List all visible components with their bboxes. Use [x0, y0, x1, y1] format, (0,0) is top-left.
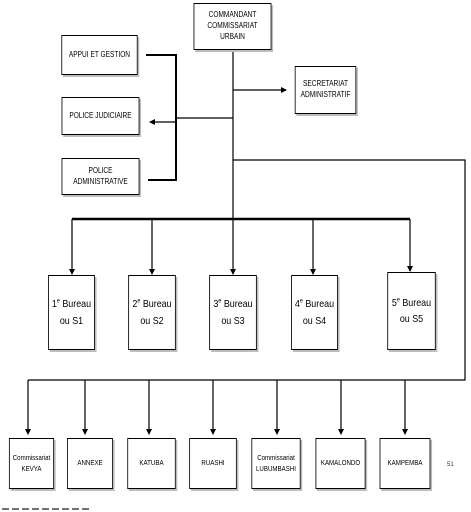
commissariat-label-1: Commissariat KEVYA — [12, 453, 51, 473]
appui-gestion-box: APPUI ET GESTION — [61, 35, 138, 75]
commissariat-box-3: KATUBA — [127, 438, 176, 489]
commissariat-box-7: KAMPEMBA — [379, 438, 431, 489]
commissariat-label-2: ANNEXE — [77, 458, 103, 468]
bureau-title-2: 2e Bureau — [132, 297, 172, 311]
bureau-box-5: 5e Bureau ou S5 — [387, 272, 436, 350]
bureau-box-3: 3e Bureau ou S3 — [209, 275, 257, 350]
commissariat-box-1: Commissariat KEVYA — [8, 438, 55, 489]
commissariat-label-6: KAMALONDO — [320, 458, 361, 468]
bureau-title-3: 3e Bureau — [213, 297, 253, 311]
police-judiciaire-label: POLICE JUDICIAIRE — [69, 110, 132, 120]
secretariat-line-1: SECRETARIAT — [303, 79, 348, 89]
commandant-box: COMMANDANT COMMISSARIAT URBAIN — [193, 3, 272, 50]
commissariat-loop — [28, 159, 466, 381]
commissariat-box-2: ANNEXE — [67, 438, 113, 489]
police-administrative-label: POLICE ADMINISTRATIVE — [73, 165, 128, 186]
secretariat-line-2: ADMINISTRATIF — [300, 90, 351, 99]
bureau-title-5: 5e Bureau — [391, 296, 432, 309]
commissariat-label-4: RUASHI — [201, 458, 225, 468]
commissariat-box-5: Commissariat LUBUMBASHI — [251, 438, 301, 489]
bureau-code-3: ou S3 — [221, 314, 245, 327]
commissariat-box-6: KAMALONDO — [315, 438, 366, 489]
bureau-code-1: ou S1 — [59, 314, 84, 327]
bureau-box-4: 4e Bureau ou S4 — [291, 275, 338, 350]
support-bracket — [146, 54, 177, 181]
commandant-line-2: COMMISSARIAT URBAIN — [207, 21, 258, 41]
bureau-title-1: 1e Bureau — [51, 297, 92, 311]
commissariat-box-4: RUASHI — [189, 438, 237, 489]
bureau-box-2: 2e Bureau ou S2 — [128, 275, 176, 350]
commissariat-label-3: KATUBA — [139, 458, 164, 468]
appui-gestion-label: APPUI ET GESTION — [68, 49, 131, 59]
bureau-box-1: 1e Bureau ou S1 — [48, 275, 95, 350]
bureau-code-5: ou S5 — [399, 313, 424, 325]
bureau-title-4: 4e Bureau — [294, 297, 335, 311]
bureau-code-2: ou S2 — [140, 314, 164, 327]
commissariat-label-5: Commissariat LUBUMBASHI — [255, 453, 296, 473]
police-judiciaire-box: POLICE JUDICIAIRE — [61, 97, 140, 135]
police-administrative-box: POLICE ADMINISTRATIVE — [61, 158, 140, 195]
secretariat-box: SECRETARIAT ADMINISTRATIF — [294, 66, 357, 114]
commissariat-label-7: KAMPEMBA — [387, 458, 423, 468]
bureau-code-4: ou S4 — [302, 314, 327, 327]
page-marker: 51 — [447, 462, 454, 468]
commandant-line-1: COMMANDANT — [208, 10, 257, 20]
